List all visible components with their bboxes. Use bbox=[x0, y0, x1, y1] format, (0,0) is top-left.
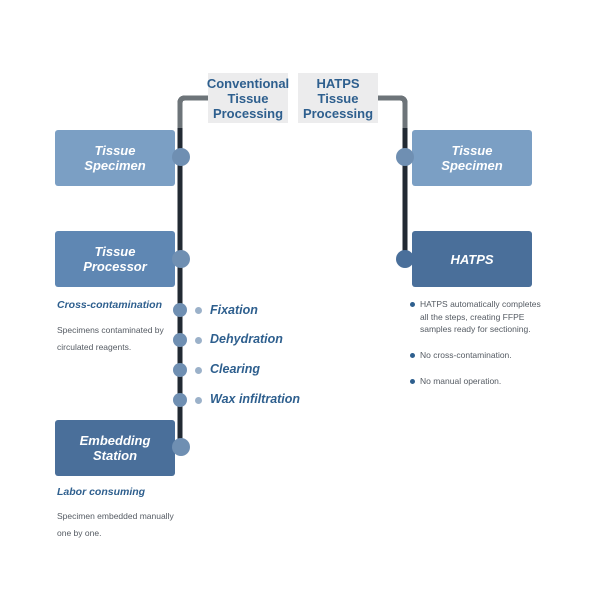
conventional-header-connector bbox=[177, 95, 208, 128]
step-fixation: Fixation bbox=[210, 303, 258, 317]
step-clearing: Clearing bbox=[210, 362, 261, 376]
hatps-header-connector bbox=[378, 95, 408, 128]
step-dehydration: Dehydration bbox=[210, 332, 283, 346]
hatps-tissue-specimen-card: Tissue Specimen bbox=[412, 130, 532, 186]
bullet-dot-1 bbox=[410, 302, 415, 307]
step-dot-wax-infiltration bbox=[195, 397, 202, 404]
hatps-card: HATPS bbox=[412, 231, 532, 287]
hatps-flow-line bbox=[378, 95, 408, 262]
bullet-dot-3 bbox=[410, 379, 415, 384]
embedding-node bbox=[172, 438, 190, 456]
bullet-dot-2 bbox=[410, 353, 415, 358]
labor-consuming-text: Specimen embedded manually one by one. bbox=[57, 511, 174, 538]
conventional-tissue-specimen-card: Tissue Specimen bbox=[55, 130, 175, 186]
embedding-station-card: Embedding Station bbox=[55, 420, 175, 476]
step-node-wax-infiltration bbox=[173, 393, 187, 407]
processor-node bbox=[172, 250, 190, 268]
conventional-header: Conventional Tissue Processing bbox=[207, 73, 289, 123]
labor-consuming-title: Labor consuming bbox=[57, 486, 146, 498]
hatps-bullet-3: No manual operation. bbox=[420, 376, 502, 386]
step-dot-clearing bbox=[195, 367, 202, 374]
hatps-node bbox=[396, 250, 414, 268]
hatps-bullet-2: No cross-contamination. bbox=[420, 350, 512, 360]
cross-contamination-title: Cross-contamination bbox=[57, 299, 163, 311]
step-wax-infiltration: Wax infiltration bbox=[210, 392, 301, 406]
step-node-dehydration bbox=[173, 333, 187, 347]
step-dot-fixation bbox=[195, 307, 202, 314]
step-dot-dehydration bbox=[195, 337, 202, 344]
hatps-bullet-1: HATPS automatically completes all the st… bbox=[420, 299, 541, 334]
hatps-header: HATPS Tissue Processing bbox=[298, 73, 378, 123]
step-node-fixation bbox=[173, 303, 187, 317]
cross-contamination-text: Specimens contaminated by circulated rea… bbox=[57, 325, 164, 352]
tissue-processor-card: Tissue Processor bbox=[55, 231, 175, 287]
specimen-node bbox=[172, 148, 190, 166]
step-node-clearing bbox=[173, 363, 187, 377]
hatps-specimen-node bbox=[396, 148, 414, 166]
